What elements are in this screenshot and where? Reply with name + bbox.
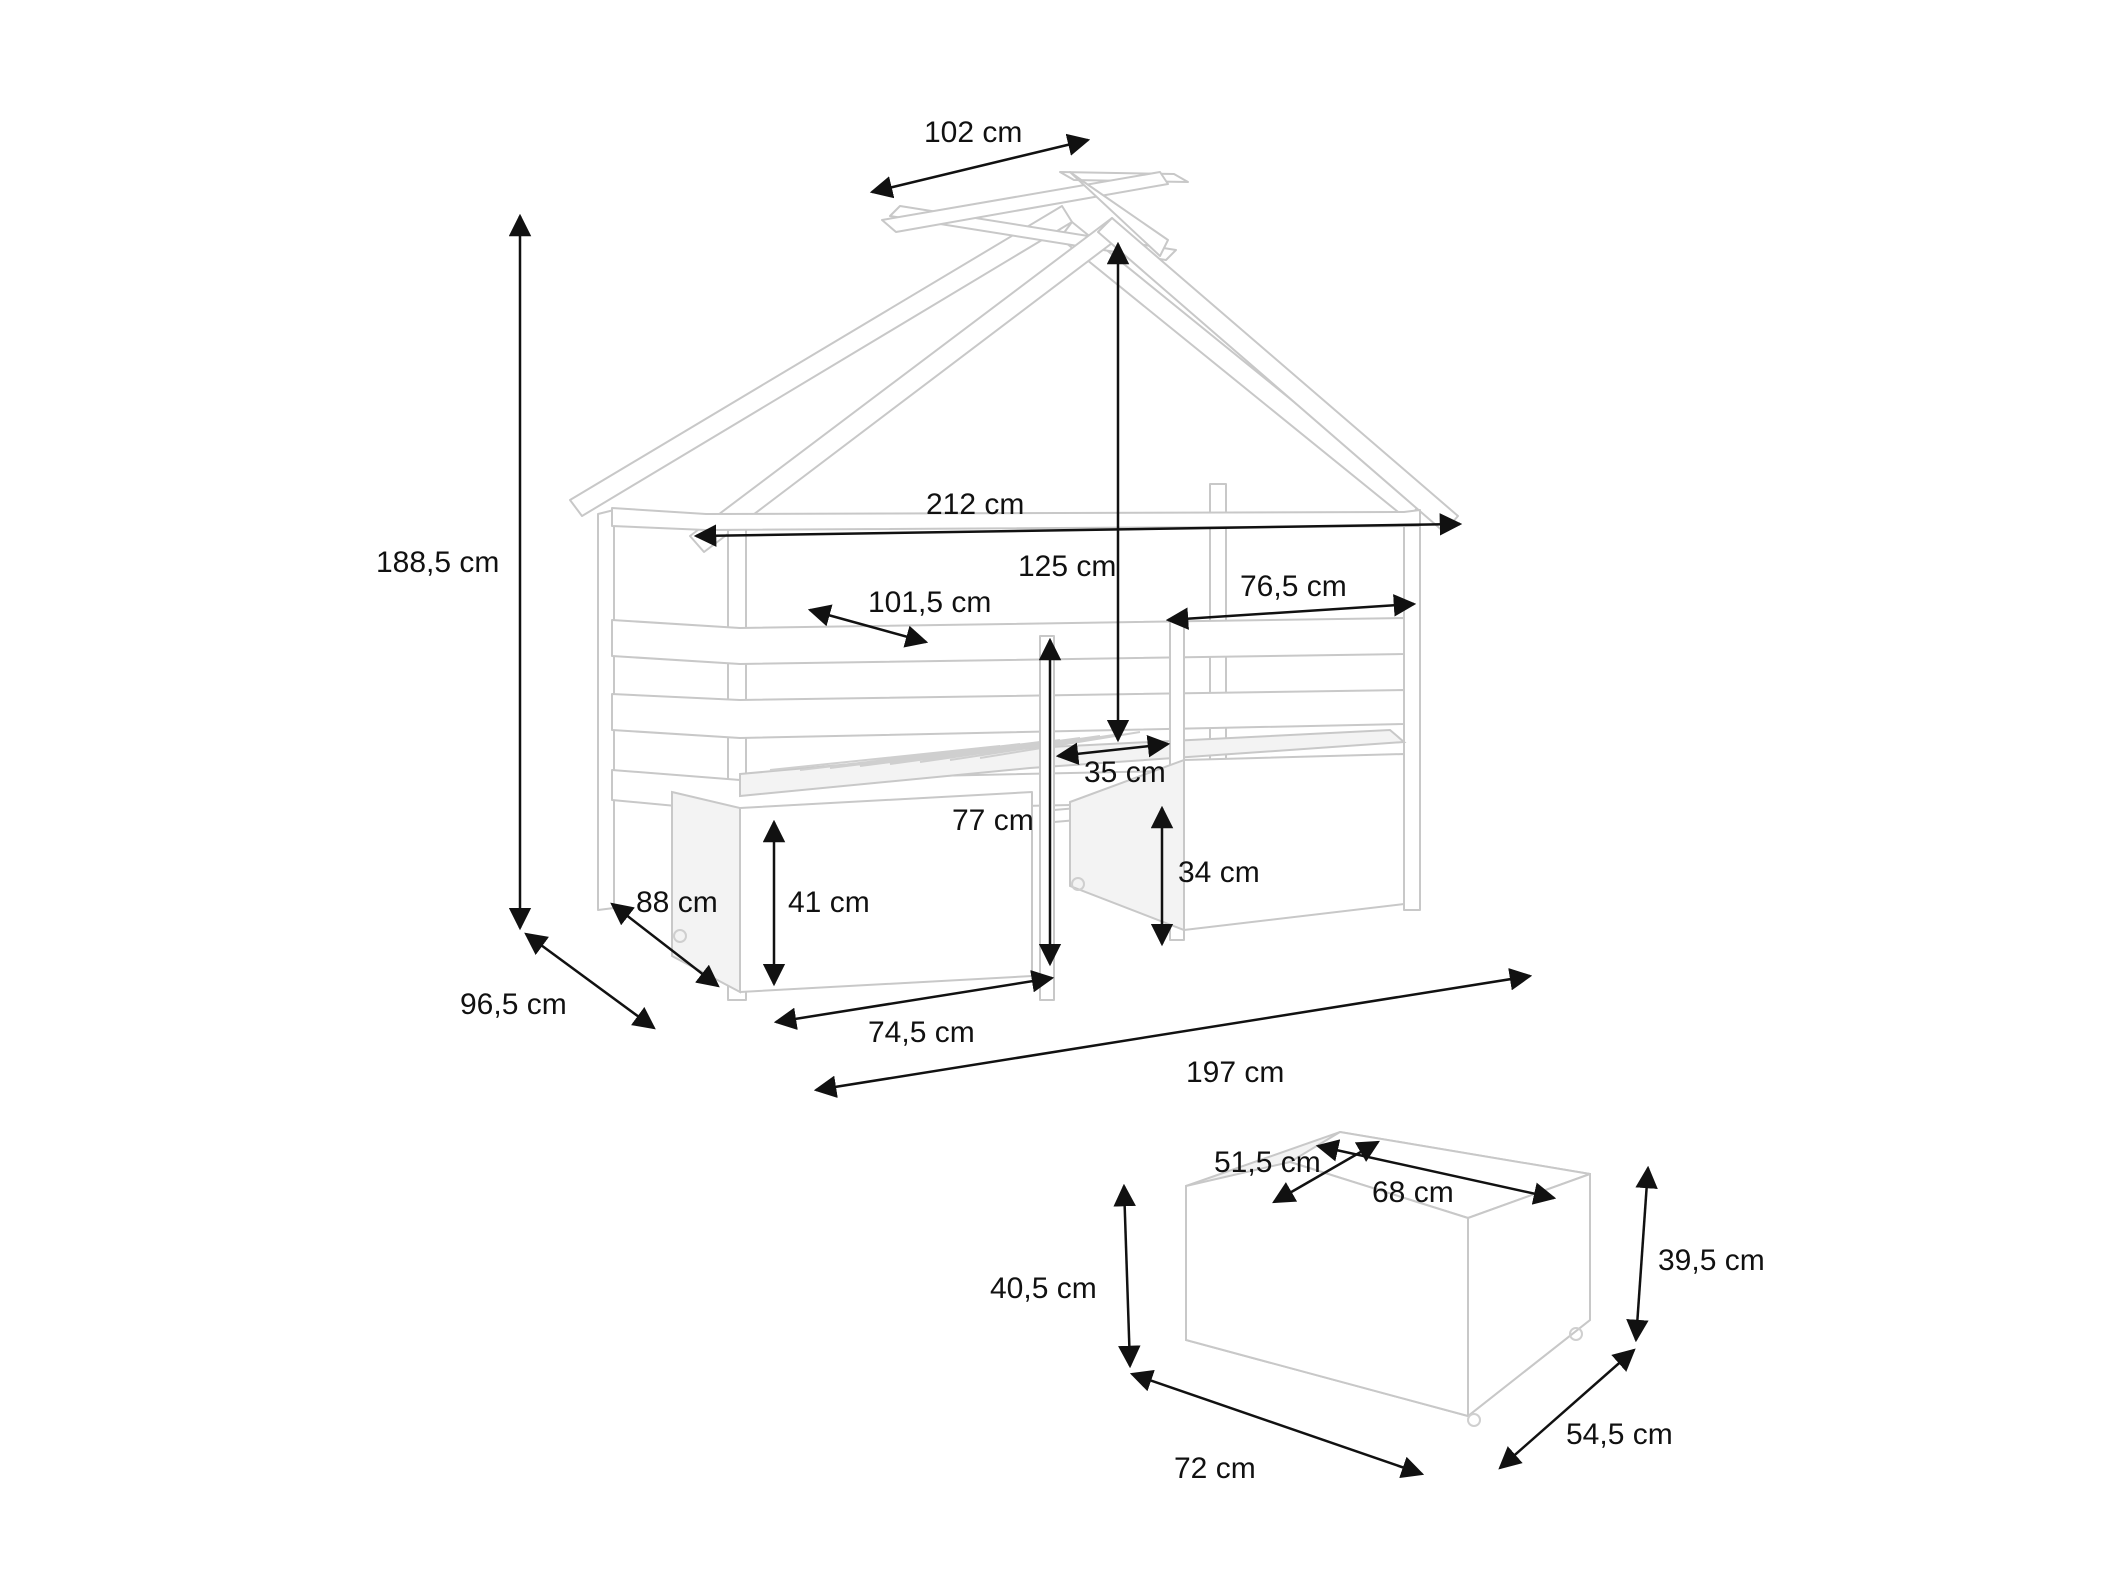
dim-arrow-drawer-outer-width xyxy=(1129,1369,1425,1479)
dimension-lines xyxy=(508,133,1658,1479)
label-drawer-back-height: 39,5 cm xyxy=(1658,1244,1765,1277)
dim-arrow-total-depth xyxy=(524,932,656,1030)
dim-arrow-bed-height xyxy=(610,902,720,988)
label-rail-left: 101,5 cm xyxy=(868,586,991,619)
label-total-depth: 96,5 cm xyxy=(460,988,567,1021)
dimension-labels: 102 cm 188,5 cm 212 cm 125 cm 101,5 cm 7… xyxy=(376,116,1765,1485)
label-top-width: 102 cm xyxy=(924,116,1022,149)
label-ladder-clearance: 34 cm xyxy=(1178,856,1260,889)
label-side-height: 77 cm xyxy=(952,804,1034,837)
label-total-height: 188,5 cm xyxy=(376,546,499,579)
dim-arrow-total-length xyxy=(813,968,1533,1098)
label-inner-height: 125 cm xyxy=(1018,550,1116,583)
label-drawer-inner-width: 68 cm xyxy=(1372,1176,1454,1209)
front-roof-frame xyxy=(689,171,1459,553)
label-opening-width: 74,5 cm xyxy=(868,1016,975,1049)
dim-arrow-drawer-inner-width xyxy=(1315,1139,1557,1205)
dim-arrow-rail-right xyxy=(1165,594,1417,630)
dim-arrow-drawer-back-height xyxy=(1626,1165,1658,1343)
back-roof-frame xyxy=(569,171,1421,521)
dim-arrow-ladder-width xyxy=(1055,735,1171,765)
label-drawer-outer-width: 72 cm xyxy=(1174,1452,1256,1485)
label-drawer-height: 41 cm xyxy=(788,886,870,919)
dim-arrow-rail-left xyxy=(807,604,929,648)
dim-arrow-roof-length xyxy=(693,513,1463,547)
label-rail-right: 76,5 cm xyxy=(1240,570,1347,603)
label-drawer-front-height: 40,5 cm xyxy=(990,1272,1097,1305)
label-drawer-inner-depth: 51,5 cm xyxy=(1214,1146,1321,1179)
dim-arrow-top-width xyxy=(869,133,1091,199)
label-bed-height: 88 cm xyxy=(636,886,718,919)
label-roof-length: 212 cm xyxy=(926,488,1024,521)
dim-arrow-drawer-outer-depth xyxy=(1498,1348,1636,1470)
dim-arrow-drawer-front-height xyxy=(1113,1183,1141,1369)
label-ladder-width: 35 cm xyxy=(1084,756,1166,789)
label-drawer-outer-depth: 54,5 cm xyxy=(1566,1418,1673,1451)
label-total-length: 197 cm xyxy=(1186,1056,1284,1089)
